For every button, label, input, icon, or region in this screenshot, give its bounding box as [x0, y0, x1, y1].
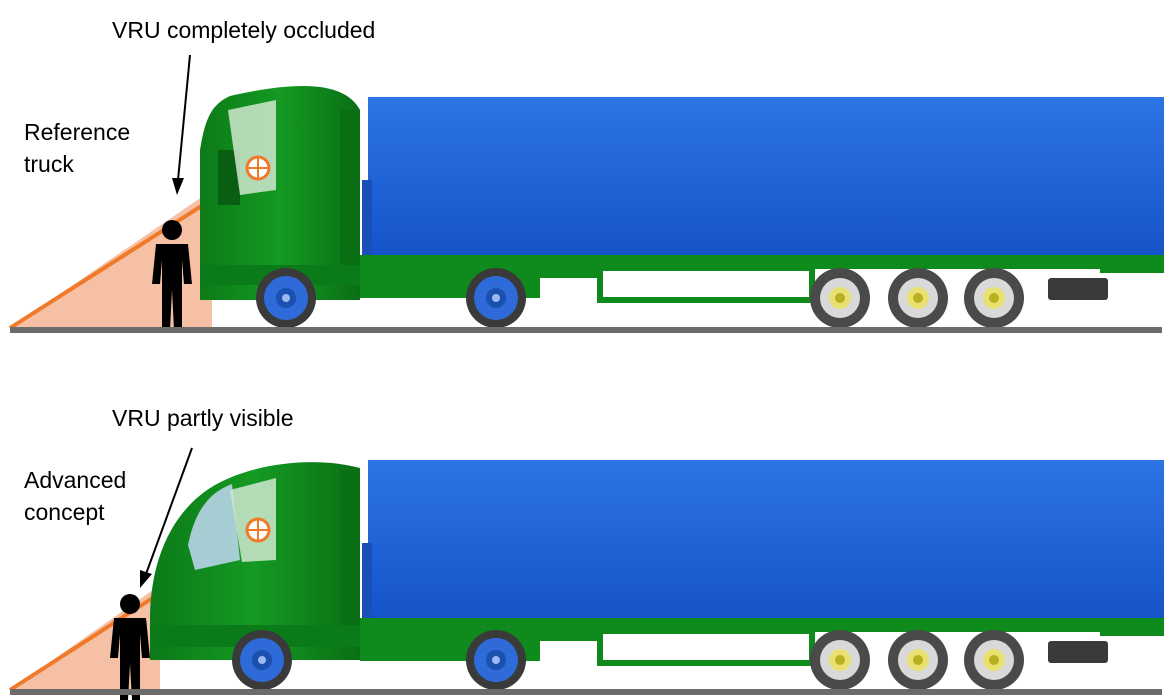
bottom-rear-wheel [466, 630, 526, 690]
bottom-panel: VRU partly visible Advanced concept [10, 405, 1164, 700]
top-trailer-wheel-1 [810, 268, 870, 328]
top-trailer-body [368, 97, 1164, 257]
bottom-trailer-wheel-1 [810, 630, 870, 690]
top-front-wheel [256, 268, 316, 328]
top-crosshair-circle-icon [247, 157, 269, 179]
top-panel: VRU completely occluded Reference truck [10, 17, 1164, 333]
bottom-annotation: VRU partly visible [112, 405, 294, 431]
top-ground [10, 327, 1162, 333]
bottom-ground [10, 689, 1162, 695]
bottom-trailer-wheel-2 [888, 630, 948, 690]
bottom-label-line2: concept [24, 499, 105, 525]
top-rear-wheel [466, 268, 526, 328]
bottom-crosshair-circle-icon [247, 519, 269, 541]
bottom-trailer-body [368, 460, 1164, 620]
bottom-label-line1: Advanced [24, 467, 126, 493]
top-annotation-arrow [172, 55, 190, 195]
top-label-line1: Reference [24, 119, 130, 145]
top-label-line2: truck [24, 151, 74, 177]
top-annotation: VRU completely occluded [112, 17, 375, 43]
top-trailer-wheel-2 [888, 268, 948, 328]
bottom-trailer-wheel-3 [964, 630, 1024, 690]
top-trailer-wheel-3 [964, 268, 1024, 328]
bottom-front-wheel [232, 630, 292, 690]
